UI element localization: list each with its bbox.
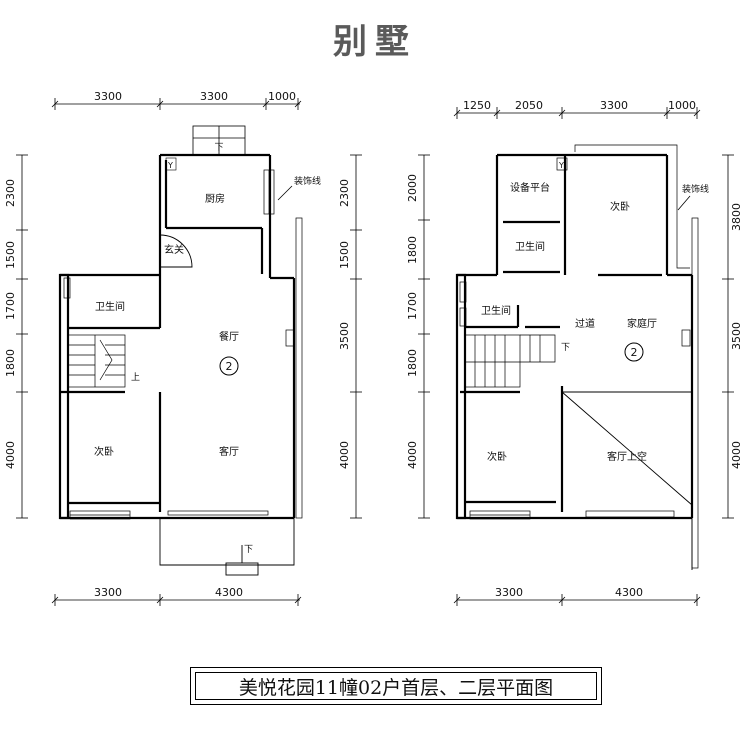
- floor1-foyer-door: [159, 234, 193, 268]
- floor2-room-void: 客厅上空: [607, 450, 647, 463]
- floor2-unit-circle: [624, 342, 644, 362]
- floor1-room-living: 客厅: [219, 445, 239, 458]
- floor1-unit-circle: [219, 356, 239, 376]
- floor1-left-dim-3: 1700: [4, 292, 17, 320]
- floor2-top-dim-1: 1250: [463, 99, 491, 112]
- floor2-down: 下: [561, 343, 570, 353]
- floor1-room-bedroom: 次卧: [94, 445, 114, 458]
- floor2-top-dim-4: 1000: [668, 99, 696, 112]
- floor2-left-dimension-line: [418, 154, 430, 519]
- floor2-right-dim-3: 4000: [730, 441, 743, 469]
- floor1-down-top: 下: [214, 143, 223, 153]
- floor1-right-dim-1: 2300: [338, 179, 351, 207]
- floor1-room-dining: 餐厅: [219, 330, 239, 343]
- floor1-left-dim-2: 1500: [4, 241, 17, 269]
- floor1-y-mark: Y: [167, 161, 173, 170]
- floor1-labels: 3300 3300 1000 3300 4300 2300 1500 1700 …: [4, 90, 351, 599]
- floor2-plan: [418, 107, 734, 606]
- floor2-bottom-dim-1: 3300: [495, 586, 523, 599]
- floor1-right-dimension-line: [350, 154, 362, 519]
- floor2-left-dim-3: 1700: [406, 292, 419, 320]
- floor1-top-bay: [192, 125, 246, 156]
- floor1-room-foyer: 玄关: [164, 243, 184, 256]
- floor1-walls: [58, 153, 296, 520]
- floor1-top-dim-3: 1000: [268, 90, 296, 103]
- floor2-unit-number: 2: [631, 346, 638, 359]
- floor2-top-dim-2: 2050: [515, 99, 543, 112]
- floor2-labels: 1250 2050 3300 1000 3300 4300 2000 1800 …: [406, 99, 743, 599]
- floor2-room-bedroom-top: 次卧: [610, 200, 630, 213]
- floor1-unit-number: 2: [226, 360, 233, 373]
- floor1-top-dim-1: 3300: [94, 90, 122, 103]
- floor2-walls: [455, 153, 694, 520]
- floor1-up: 上: [131, 372, 140, 383]
- floor1-top-dimension-line: [51, 98, 302, 110]
- caption-frame: 美悦花园11幢02户首层、二层平面图: [190, 667, 602, 705]
- floor1-left-dim-1: 2300: [4, 179, 17, 207]
- floor1-bottom-dim-1: 3300: [94, 586, 122, 599]
- floor1-top-dim-2: 3300: [200, 90, 228, 103]
- floor1-windows: [63, 169, 303, 520]
- floor1-plan: [16, 98, 362, 606]
- floor2-decor-pointer: [677, 195, 691, 211]
- floor1-right-dim-3: 3500: [338, 322, 351, 350]
- floor1-stairs: [67, 334, 126, 388]
- floor2-void: [561, 391, 693, 570]
- floor2-bottom-dim-2: 4300: [615, 586, 643, 599]
- floor2-room-family: 家庭厅: [627, 317, 657, 330]
- floor1-left-dimension-line: [16, 154, 28, 519]
- floor1-down-bottom: 下: [244, 545, 253, 555]
- floor1-left-dim-4: 1800: [4, 349, 17, 377]
- floor1-room-bath: 卫生间: [95, 300, 125, 313]
- floor2-room-bedroom: 次卧: [487, 450, 507, 463]
- floor1-bottom-dimension-line: [51, 594, 302, 606]
- floor2-left-dim-4: 1800: [406, 349, 419, 377]
- floor2-windows: [459, 144, 699, 569]
- floor2-right-dimension-line: [722, 154, 734, 519]
- floor1-right-dim-4: 4000: [338, 441, 351, 469]
- floor2-top-dim-3: 3300: [600, 99, 628, 112]
- floor2-room-corridor: 过道: [575, 317, 595, 330]
- floor1-decor-pointer: [277, 185, 293, 201]
- floor1-bottom-dim-2: 4300: [215, 586, 243, 599]
- floor2-left-dim-2: 1800: [406, 236, 419, 264]
- floor2-bottom-dimension-line: [453, 594, 701, 606]
- floor2-right-dim-2: 3500: [730, 322, 743, 350]
- floor1-decor-label: 装饰线: [294, 175, 321, 187]
- floor1-right-dim-2: 1500: [338, 241, 351, 269]
- floor2-stairs: [464, 334, 556, 388]
- floor2-left-dim-5: 4000: [406, 441, 419, 469]
- page-title: 别墅: [333, 22, 417, 62]
- floor2-room-bath-top: 卫生间: [515, 240, 545, 253]
- floor1-left-dim-5: 4000: [4, 441, 17, 469]
- floor2-y-mark: Y: [558, 161, 564, 170]
- plan-caption: 美悦花园11幢02户首层、二层平面图: [238, 676, 554, 699]
- floor1-room-kitchen: 厨房: [205, 192, 225, 205]
- floor1-terrace: [159, 518, 295, 576]
- floor2-left-dim-1: 2000: [406, 174, 419, 202]
- floor-plan-drawing: 3300 3300 1000 3300 4300 2300 1500 1700 …: [4, 90, 743, 606]
- floor2-top-dimension-line: [453, 107, 701, 119]
- floor2-decor-label: 装饰线: [682, 183, 709, 195]
- floor2-right-dim-1: 3800: [730, 203, 743, 231]
- floor2-room-equipment: 设备平台: [510, 181, 550, 194]
- floor2-room-bath: 卫生间: [481, 304, 511, 317]
